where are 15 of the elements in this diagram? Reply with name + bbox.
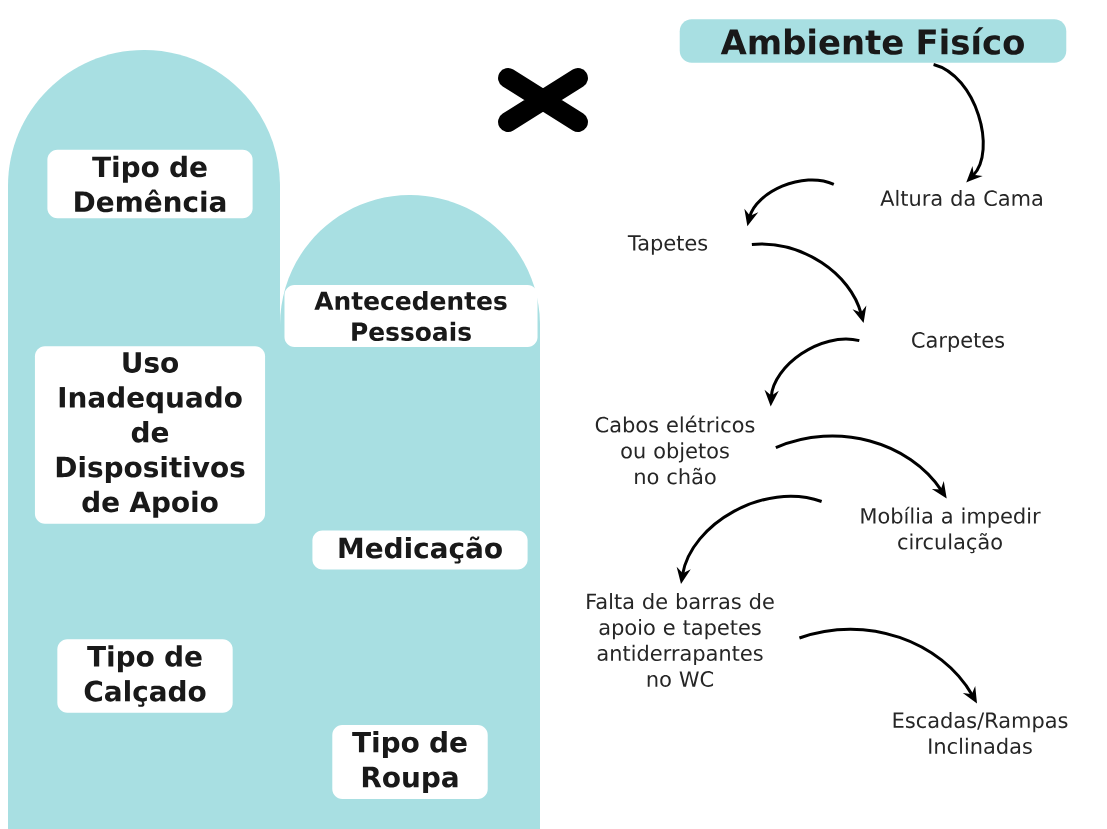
node-label: Antecedentes Pessoais [314,290,507,342]
factor-text: Mobília a impedir circulação [861,506,1041,554]
factor-text: Tapetes [627,235,708,255]
factor-text: Cabos elétricos ou objetos no chão [595,415,755,485]
label-box: Antecedentes Pessoais [284,284,538,348]
factor-text: Escadas/Rampas Inclinadas [893,711,1068,755]
label-box: Tipo de Roupa [332,725,488,799]
factor-text: Falta de barras de apoio e tapetes antiderrapantes no WC [587,593,774,687]
label-box: Medicação [312,530,528,570]
title-box: Ambiente Fisíco [679,19,1067,63]
label-box: Tipo de Calçado [57,639,233,713]
factor-text: Altura da Cama [880,189,1042,207]
factor-text: Carpetes [912,332,1005,352]
label-box: Tipo de Demência [47,149,253,219]
label-box: Uso Inadequado de Dispositivos de Apoio [34,346,266,524]
